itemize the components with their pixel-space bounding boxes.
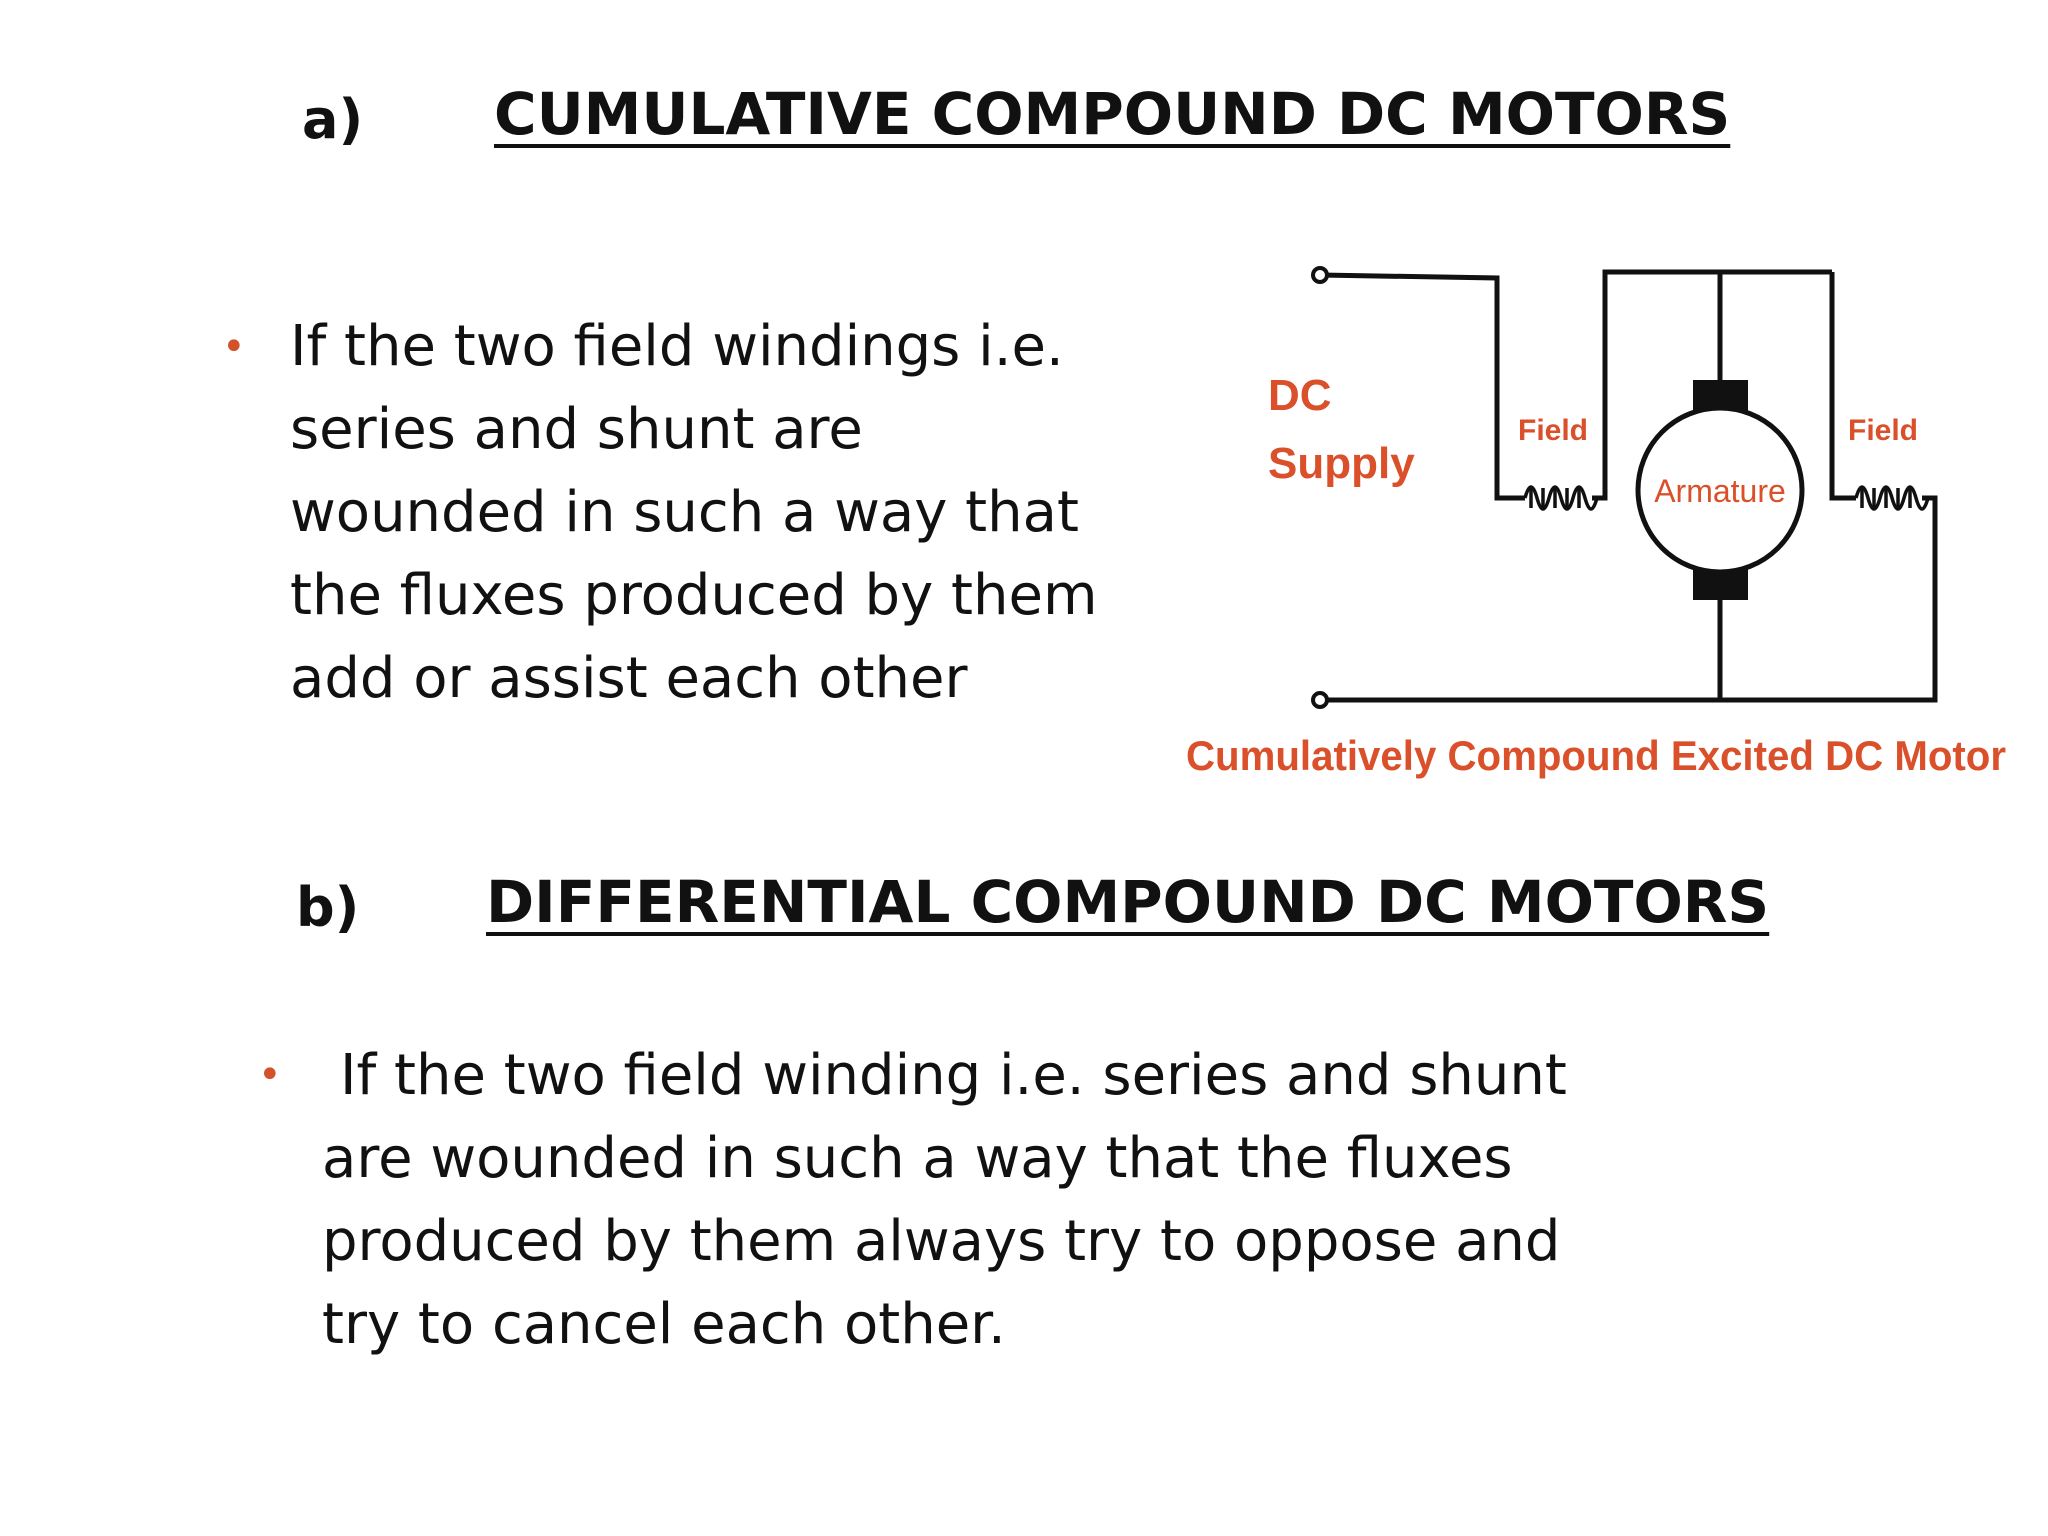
section-a-bullet-text: If the two field windings i.e. series an…: [290, 314, 1098, 711]
section-b-title: DIFFERENTIAL COMPOUND DC MOTORS: [486, 868, 1770, 936]
left-field-label: Field: [1518, 414, 1588, 447]
section-b-letter: b): [296, 876, 360, 939]
bottom-terminal-icon: [1311, 691, 1329, 709]
section-a-letter: a): [302, 88, 364, 151]
supply-label-supply: Supply: [1268, 439, 1415, 488]
section-b-bullet-icon: •: [258, 1052, 282, 1098]
compound-motor-diagram: DC Supply Field Field Armature Cumulativ…: [1186, 266, 2006, 779]
supply-label-dc: DC: [1268, 371, 1332, 420]
section-b-heading: b) DIFFERENTIAL COMPOUND DC MOTORS: [0, 868, 2048, 948]
top-terminal-icon: [1311, 266, 1329, 284]
circuit-wires: [1319, 269, 1938, 703]
section-a-heading: a) CUMULATIVE COMPOUND DC MOTORS: [0, 80, 2048, 160]
right-field-label: Field: [1848, 414, 1918, 447]
section-b-bullet-text: If the two field winding i.e. series and…: [322, 1043, 1567, 1357]
section-a-title: CUMULATIVE COMPOUND DC MOTORS: [494, 80, 1731, 148]
right-field-coil-icon: [1854, 485, 1930, 511]
section-a-bullet-icon: •: [222, 324, 246, 370]
diagram-caption: Cumulatively Compound Excited DC Motor: [1186, 732, 2006, 779]
armature-label: Armature: [1654, 473, 1786, 509]
armature-icon: [1635, 380, 1805, 600]
left-field-coil-icon: [1523, 485, 1599, 511]
